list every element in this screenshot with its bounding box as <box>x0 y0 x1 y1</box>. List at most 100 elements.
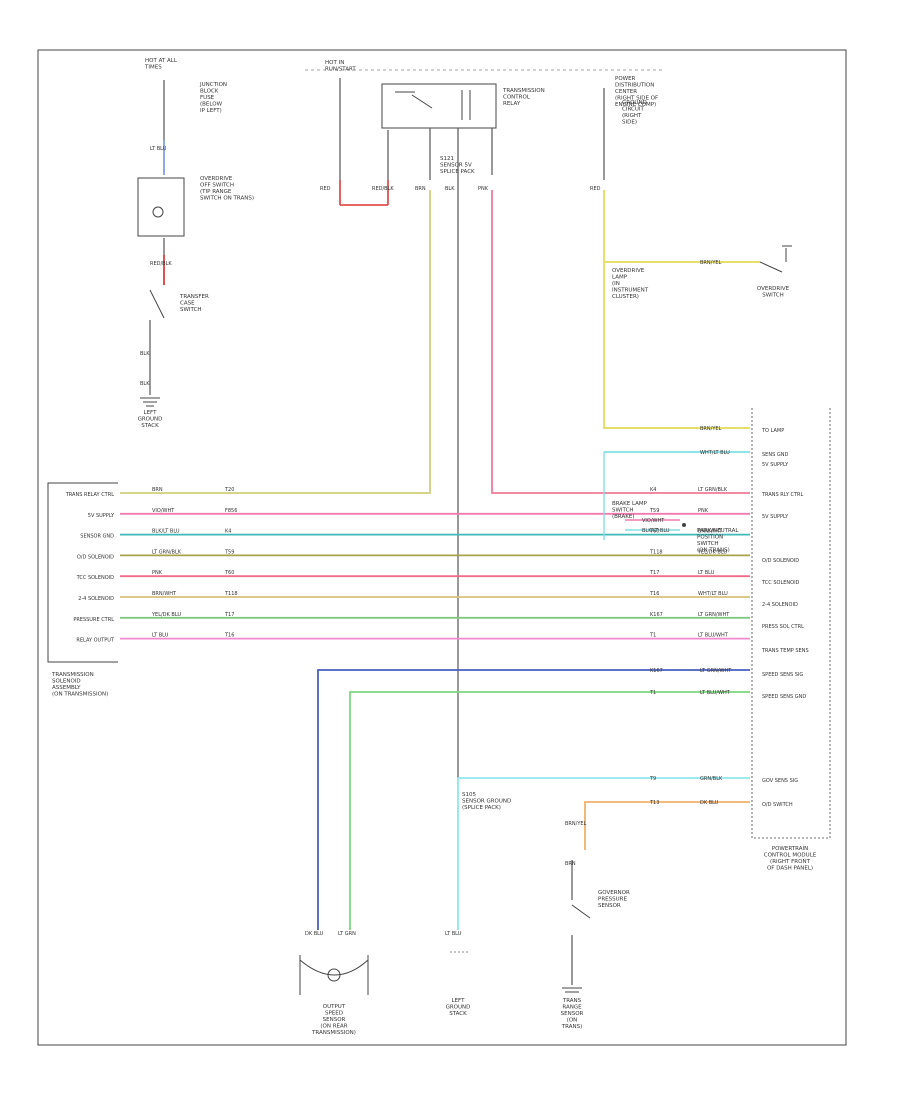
component-sensor-ground-splice-label: SENSOR GROUND <box>462 799 511 805</box>
wire-code-od: BRN/YEL <box>700 260 722 266</box>
component-overdrive-lamp-label: (IN <box>612 281 620 287</box>
circuit-code-left: T16 <box>224 633 234 639</box>
right-pin-label: 5V SUPPLY <box>762 514 789 520</box>
wire-code-left: PNK <box>152 570 163 576</box>
splice-dot <box>682 523 686 527</box>
component-speed-sensor-label: OUTPUT <box>323 1004 346 1010</box>
component-left-ground-stack-label: GROUND <box>138 417 163 423</box>
wire-code-tag: BRN <box>415 186 426 192</box>
left-pin-label: PRESSURE CTRL <box>73 617 114 623</box>
wire-code-sens-gnd: WHT/LT BLU <box>700 450 730 456</box>
component-governor-pressure-sensor-label: SENSOR <box>598 903 621 909</box>
component-overdrive-lamp-label: INSTRUMENT <box>612 288 649 294</box>
component-transmission-solenoid-label: SOLENOID <box>52 679 81 685</box>
left-module-bracket <box>47 482 118 663</box>
transfer-switch-contact <box>149 289 165 319</box>
component-transmission-control-relay-label: RELAY <box>503 101 521 107</box>
right-pin-label: TCC SOLENOID <box>761 580 800 586</box>
circuit-code-left: F856 <box>225 508 237 514</box>
wire-code-tag: LT BLU <box>150 146 167 152</box>
left-pin-label: SENSOR GND <box>80 534 114 540</box>
wire-code-left: LT GRN/BLK <box>152 549 182 555</box>
wire-speed-sens-sig <box>317 669 750 930</box>
wire-code-left: YEL/DK BLU <box>151 612 181 618</box>
component-overdrive-off-switch-label: SWITCH ON TRANS) <box>200 196 254 202</box>
component-transmission-control-relay-label: CONTROL <box>503 95 531 101</box>
right-pin-label: TRANS RLY CTRL <box>761 492 804 498</box>
circuit-code-left: T17 <box>224 612 234 618</box>
circuit-code-left: T20 <box>224 487 234 493</box>
relay-group <box>339 78 497 780</box>
labels: HOT AT ALLTIMESJUNCTIONBLOCKFUSE(BELOWIP… <box>51 58 817 1036</box>
circuit-code-right: T17 <box>649 570 659 576</box>
wire-code-right: BRN/WHT <box>698 529 723 535</box>
right-pin-label: PRESS SOL CTRL <box>762 624 804 630</box>
left-pin-label: TRANS RELAY CTRL <box>65 492 114 498</box>
component-transmission-solenoid-label: TRANSMISSION <box>51 672 94 678</box>
component-ground-label-top-right-label: CIRCUIT <box>622 107 644 113</box>
wire-trans-relay-ctrl-left <box>120 190 431 494</box>
component-governor-pressure-sensor-label: GOVERNOR <box>598 890 630 896</box>
component-power-distribution-center-label: CENTER <box>615 89 637 95</box>
component-left-ground-stack-label: STACK <box>141 423 159 429</box>
circuit-code-right: T118 <box>649 549 663 555</box>
lamp-symbol <box>152 206 164 218</box>
component-overdrive-switch-label: OVERDRIVE <box>757 286 790 292</box>
right-pin-label: 5V SUPPLY <box>762 462 789 468</box>
wire-code-tag: BRN <box>565 861 576 867</box>
right-pin-label: TO LAMP <box>761 428 784 434</box>
circuit-code-right: K167 <box>650 612 663 618</box>
component-transfer-case-switch-label: CASE <box>180 301 195 307</box>
component-transmission-control-relay-label: TRANSMISSION <box>502 88 545 94</box>
component-transmission-solenoid-label: (ON TRANSMISSION) <box>52 692 108 698</box>
right-pin-label: SPEED SENS GND <box>762 694 806 700</box>
component-sensor-ground-splice-label: (SPLICE PACK) <box>462 805 501 811</box>
component-junction-block-fuse-label: (BELOW <box>200 102 223 108</box>
circuit-code-left: T118 <box>224 591 238 597</box>
circuit-code-lower: K167 <box>650 668 663 674</box>
component-ground-label-top-right-label: GROUND <box>622 100 647 106</box>
circuit-code-right: T16 <box>649 591 659 597</box>
right-pin-label: O/D SOLENOID <box>762 558 799 564</box>
wire-code-left: BRN/WHT <box>152 591 177 597</box>
wire-code-5v-loop: VIO/WHT <box>642 518 665 524</box>
component-speed-sensor-label: SPEED <box>325 1011 343 1017</box>
right-module-bracket <box>751 408 831 839</box>
circuit-code-lower: T9 <box>649 776 656 782</box>
wire-code-tag: BLK <box>445 186 455 192</box>
left-pin-label: RELAY OUTPUT <box>76 638 115 644</box>
wire-code-tag: RED/BLK <box>150 261 172 267</box>
component-s121-splice-label: SENSOR 5V <box>440 163 472 169</box>
component-speed-sensor-label: SENSOR <box>323 1017 346 1023</box>
wire-code-tag: RED/BLK <box>372 186 394 192</box>
right-pin-label: GOV SENS SIG <box>762 778 798 784</box>
component-overdrive-switch-label: SWITCH <box>762 293 784 299</box>
component-hot-at-all-times-top-label: TIMES <box>144 65 162 71</box>
component-brake-switch-splice-label: (BRAKE) <box>612 514 635 520</box>
component-hot-in-run-top-label: HOT IN <box>325 60 344 66</box>
wire-code-tag: LT GRN <box>338 931 356 937</box>
wire-speed-sens-gnd <box>349 691 750 930</box>
component-overdrive-lamp-label: LAMP <box>612 275 628 281</box>
left-pin-label: 2-4 SOLENOID <box>78 596 114 602</box>
component-park-neutral-switch-right-label: (ON TRANS) <box>697 548 730 554</box>
wire-code-right: LT GRN/WHT <box>698 612 730 618</box>
wire-code-right: LT GRN/BLK <box>698 487 728 493</box>
right-pin-label: SPEED SENS SIG <box>762 672 803 678</box>
component-transfer-case-switch-label: SWITCH <box>180 307 202 313</box>
component-overdrive-lamp-label: OVERDRIVE <box>612 268 645 274</box>
wire-code-lower: GRN/BLK <box>700 776 723 782</box>
component-s121-splice-label: S121 <box>440 156 454 162</box>
component-power-distribution-center-label: POWER <box>615 76 636 82</box>
wire-code-tag: RED <box>590 186 601 192</box>
speed-sensor-symbol <box>299 955 369 995</box>
circuit-code-left: T60 <box>224 570 234 576</box>
wire-code-tag: BLK <box>140 351 150 357</box>
right-pin-label: 2-4 SOLENOID <box>762 602 798 608</box>
component-brake-switch-splice-label: SWITCH <box>612 508 634 514</box>
component-junction-block-fuse-label: FUSE <box>200 95 215 101</box>
component-speed-sensor-label: (ON REAR <box>320 1024 347 1030</box>
wire-trans-relay-ctrl-right <box>491 190 750 494</box>
component-overdrive-lamp-label: CLUSTER) <box>612 294 639 300</box>
component-s121-splice-label: SPLICE PACK <box>440 169 475 175</box>
